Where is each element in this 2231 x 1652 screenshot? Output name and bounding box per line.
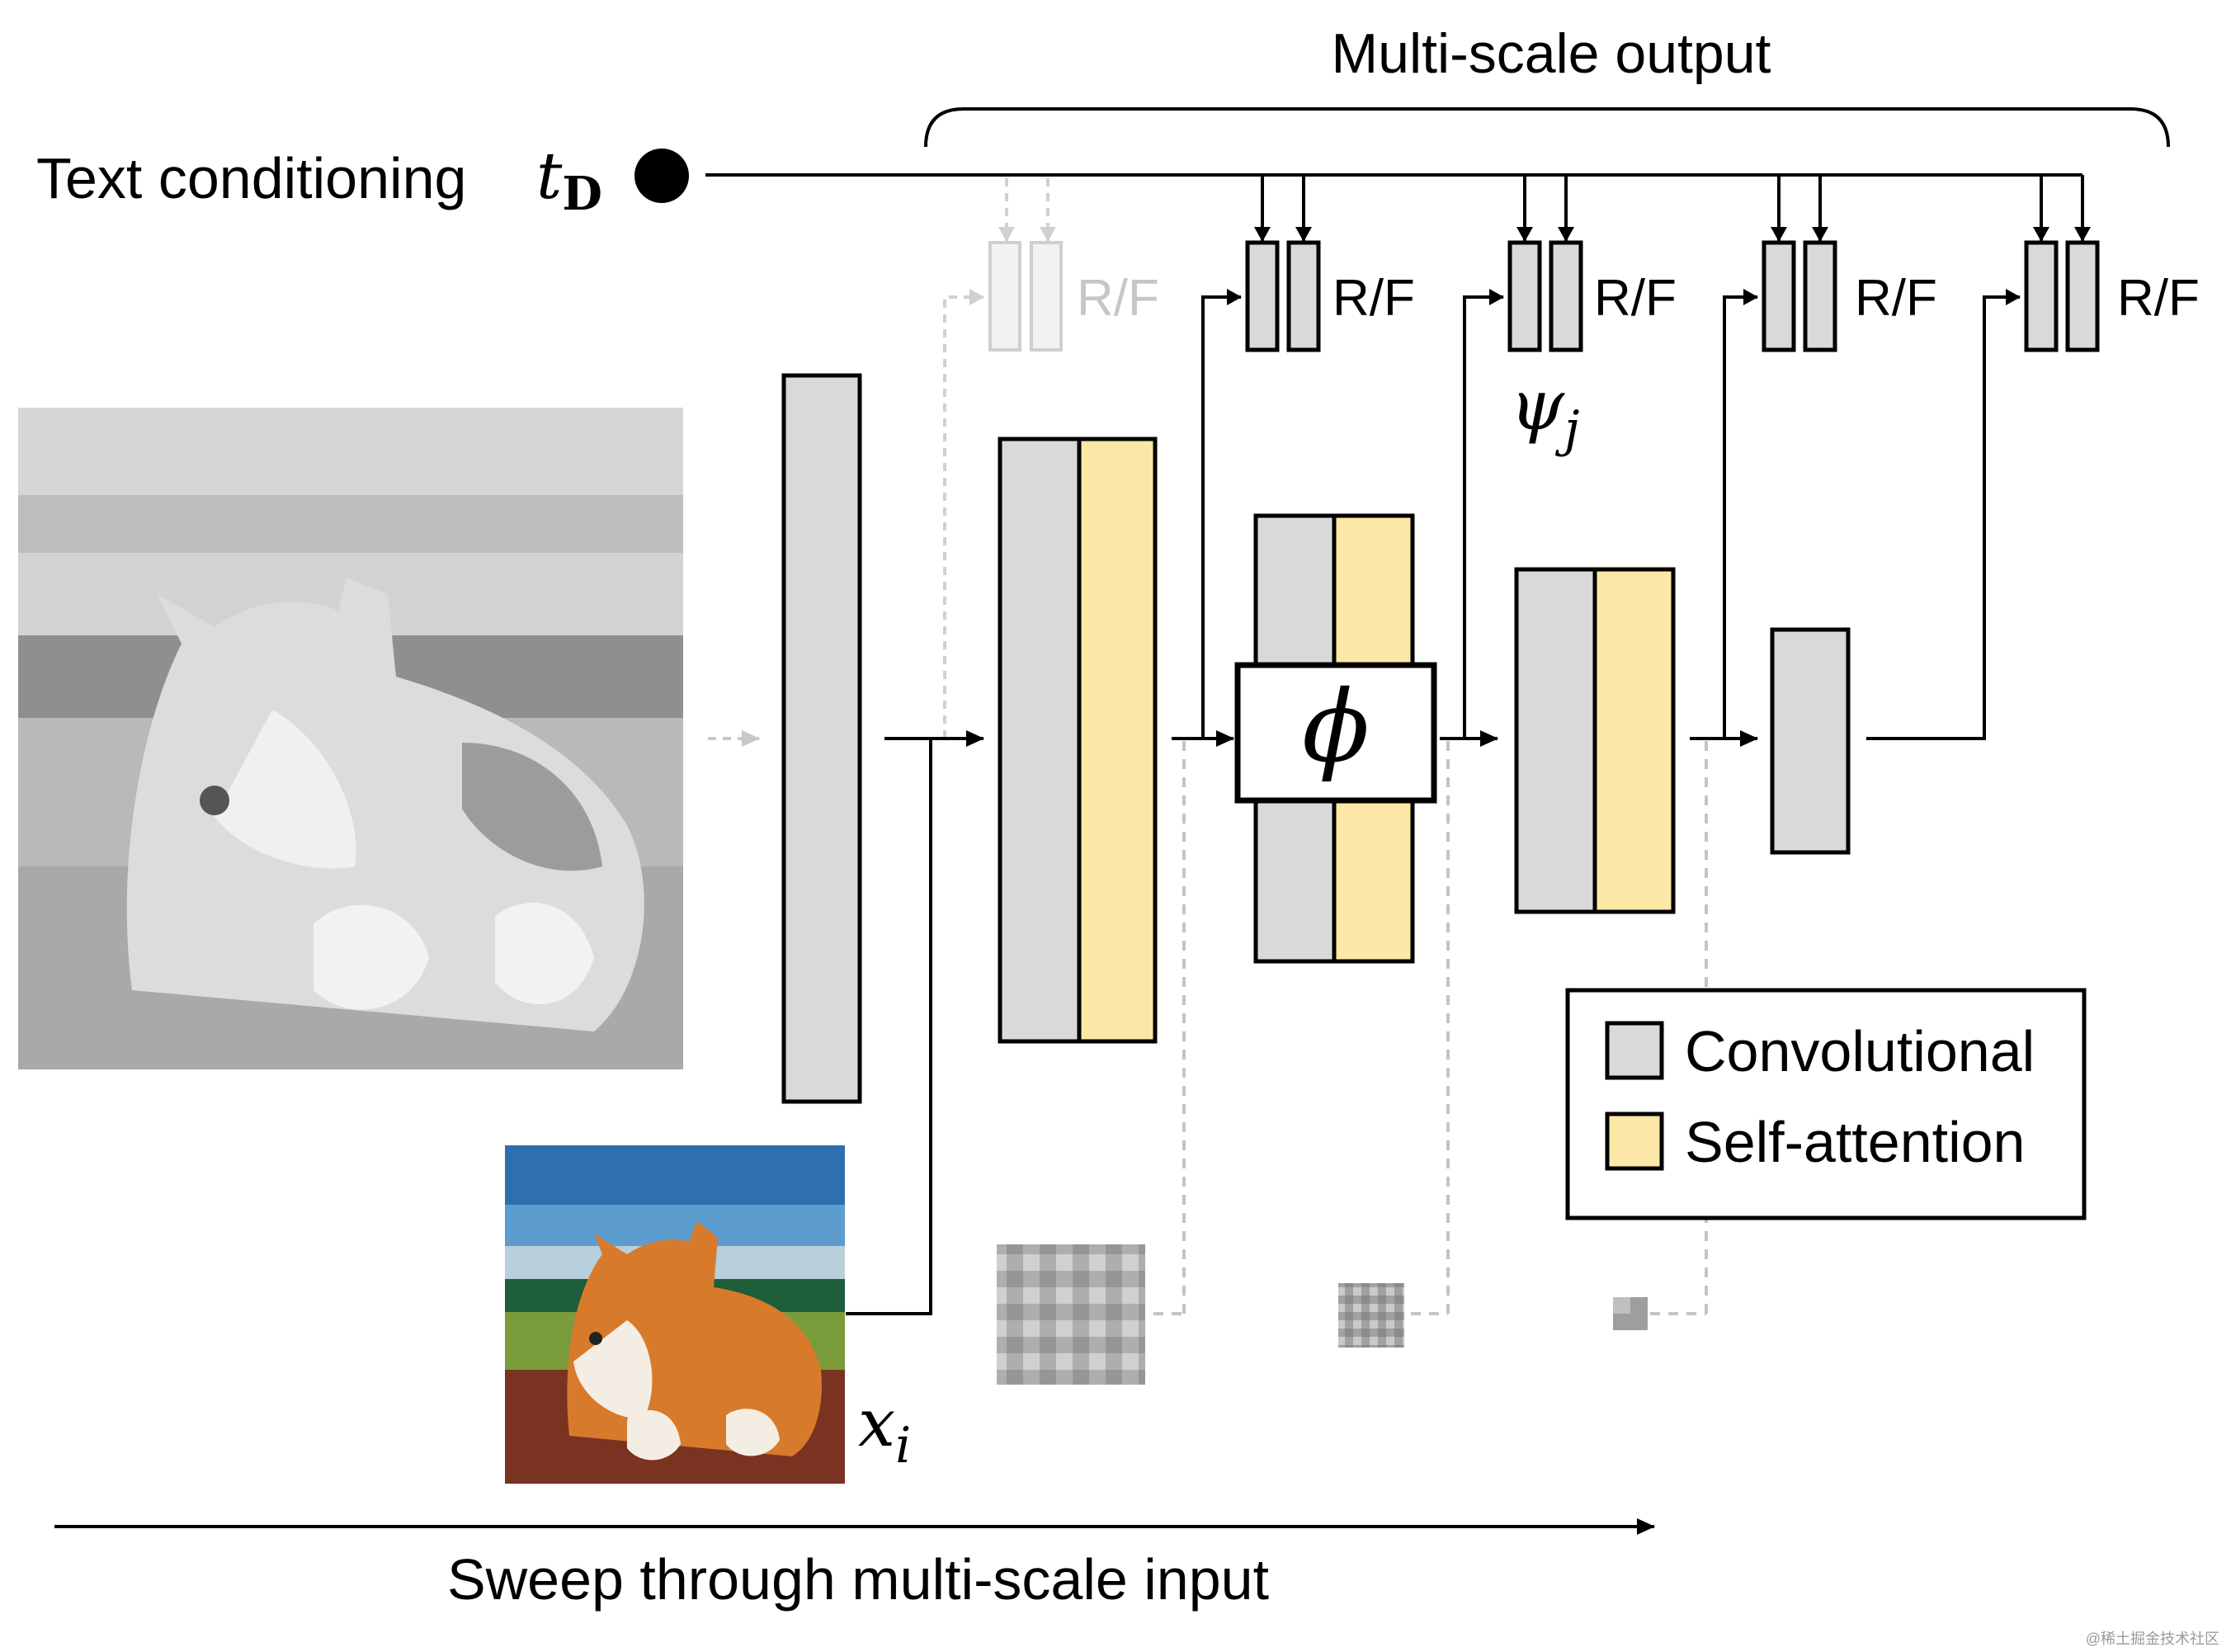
- thumbnail-scale-4: [1613, 1297, 1648, 1330]
- attn-block-2: [1077, 437, 1158, 1044]
- rf-label-1: R/F: [1332, 270, 1415, 327]
- rf-label-2: R/F: [1594, 270, 1677, 327]
- conv-block-4: [1514, 567, 1597, 914]
- psi-label: ψj: [1510, 365, 1579, 458]
- rf-label-4: R/F: [2117, 270, 2200, 327]
- input-path: [846, 739, 932, 1315]
- rf-discriminator-4: R/F: [2024, 175, 2200, 352]
- conv-block-1: [781, 373, 862, 1104]
- rf-label-3: R/F: [1855, 270, 1937, 327]
- attn-block-4: [1592, 567, 1676, 914]
- text-conditioning-label: Text conditioning: [36, 146, 466, 210]
- thumbnail-scale-2: [997, 1244, 1145, 1385]
- phi-box: [1234, 662, 1437, 804]
- text-conditioning-symbol: tD: [536, 139, 602, 221]
- input-label: xi: [858, 1385, 911, 1475]
- legend: Convolutional Self-attention: [1565, 988, 2087, 1220]
- phi-symbol: ϕ: [1302, 670, 1370, 785]
- rf-discriminator-faded: R/F: [943, 178, 1159, 739]
- path-to-rf-3: [1690, 289, 1758, 740]
- sweep-label: Sweep through multi-scale input: [447, 1547, 1269, 1612]
- text-conditioning-dot: [634, 149, 689, 203]
- legend-label-attn: Self-attention: [1685, 1110, 2025, 1174]
- path-to-rf-1: [1172, 289, 1242, 740]
- watermark: @稀土掘金技术社区: [2086, 1631, 2219, 1647]
- legend-label-conv: Convolutional: [1685, 1019, 2035, 1083]
- thumbnail-scale-3: [1338, 1283, 1404, 1348]
- conv-block-2: [998, 437, 1082, 1044]
- rf-discriminator-3: R/F: [1762, 175, 1937, 352]
- large-grey-corgi-image: [18, 408, 683, 1069]
- multiscale-output-title: Multi-scale output: [1332, 22, 1771, 85]
- conv-block-5: [1770, 627, 1851, 855]
- input-corgi-image: [505, 1145, 845, 1484]
- rf-label-faded: R/F: [1077, 270, 1159, 327]
- legend-swatch-conv: [1605, 1021, 1664, 1080]
- rf-discriminator-2: R/F: [1507, 175, 1677, 352]
- rf-discriminator-1: R/F: [1245, 175, 1415, 352]
- legend-swatch-attn: [1605, 1112, 1664, 1171]
- path-to-rf-4: [1866, 289, 2021, 740]
- output-brace: [924, 107, 2170, 148]
- path-to-rf-2: [1440, 289, 1504, 740]
